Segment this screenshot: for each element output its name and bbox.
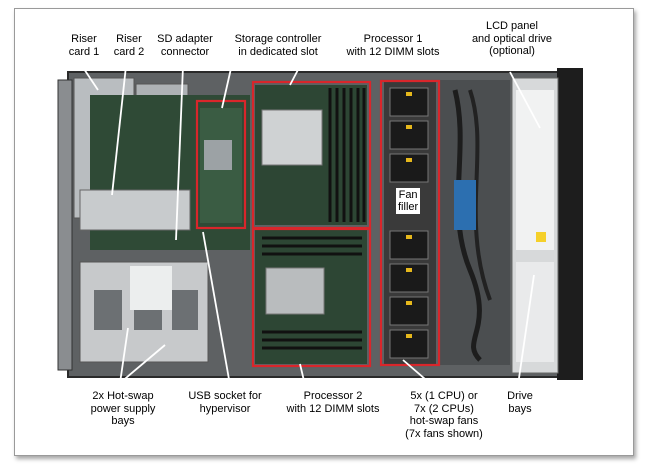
drive-label xyxy=(516,262,554,362)
riser1-pointer xyxy=(81,65,99,91)
hot-swap-fans-label: 5x (1 CPU) or 7x (2 CPUs) hot-swap fans … xyxy=(405,390,483,440)
processor-1-label: Processor 1 with 12 DIMM slots xyxy=(346,33,440,58)
lcd-pointer xyxy=(509,71,541,129)
processor1-pointer xyxy=(289,65,301,86)
storage-controller-label: Storage controller in dedicated slot xyxy=(234,33,322,58)
controller-heatsink xyxy=(204,140,232,170)
riser-card-2-label: Riser card 2 xyxy=(113,33,145,58)
psu-pointer-1 xyxy=(119,327,129,384)
riser-cage xyxy=(79,189,191,231)
drive-bays-label: Drive bays xyxy=(507,390,533,415)
front-bezel xyxy=(557,68,583,380)
psu-window-1 xyxy=(94,290,122,330)
processor2-highlight xyxy=(251,227,372,368)
storage-pointer xyxy=(221,63,233,109)
sd-adapter-connector-label: SD adapter connector xyxy=(157,33,213,58)
cpu1-heatsink xyxy=(261,109,323,166)
cpu1-dimm-slots xyxy=(328,88,366,222)
storage-controller-highlight xyxy=(195,99,247,230)
cable xyxy=(452,89,482,362)
connector-block xyxy=(454,180,476,230)
rear-panel xyxy=(57,79,73,371)
usb-pointer xyxy=(202,231,231,386)
usb-socket-label: USB socket for hypervisor xyxy=(188,390,262,415)
riser-card-1-label: Riser card 1 xyxy=(68,33,100,58)
power-supply-bays-label: 2x Hot-swap power supply bays xyxy=(90,390,156,427)
fan-filler-label: Fan filler xyxy=(396,188,421,214)
fans-pointer xyxy=(402,359,433,386)
sd-pointer xyxy=(175,65,184,241)
processor-2-label: Processor 2 with 12 DIMM slots xyxy=(286,390,380,415)
psu-label xyxy=(130,266,172,310)
cpu2-dimm-slots xyxy=(262,236,362,350)
drive-pointer xyxy=(517,274,535,386)
cpu2-heatsink xyxy=(265,267,325,315)
lcd-panel-label: LCD panel and optical drive (optional) xyxy=(471,20,553,57)
fan-status-leds xyxy=(406,92,412,338)
processor2-pointer xyxy=(299,363,306,386)
lcd-label xyxy=(516,90,554,250)
riser2-pointer xyxy=(111,65,127,196)
psu-pointer-2 xyxy=(119,344,166,384)
psu-window-3 xyxy=(172,290,198,330)
warning-sticker xyxy=(536,232,546,242)
fan-modules xyxy=(389,87,429,359)
cable xyxy=(468,89,492,301)
pointer-lines xyxy=(81,63,541,386)
